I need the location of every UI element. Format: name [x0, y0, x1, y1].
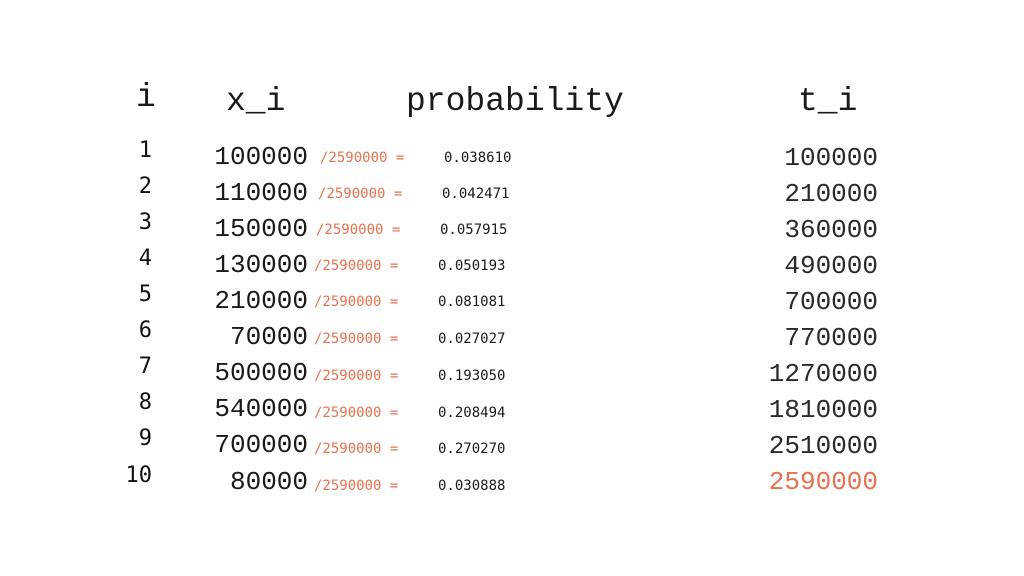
x-value: 540000	[214, 394, 308, 424]
x-value: 100000	[214, 142, 308, 172]
row-index: 2	[138, 174, 152, 199]
row-index: 9	[138, 426, 152, 451]
cumulative-value: 2510000	[768, 431, 878, 461]
divisor-label: /2590000 =	[314, 258, 399, 274]
cumulative-value: 1810000	[768, 395, 878, 425]
probability-value: 0.027027	[438, 331, 506, 347]
row-index: 4	[138, 246, 152, 271]
divisor-label: /2590000 =	[314, 441, 399, 457]
x-value: 150000	[214, 214, 308, 244]
divisor-label: /2590000 =	[314, 368, 399, 384]
divisor-label: /2590000 =	[314, 405, 399, 421]
cumulative-value: 770000	[784, 323, 878, 353]
header-x-i: x_i	[226, 83, 286, 120]
probability-value: 0.208494	[438, 405, 506, 421]
cumulative-value: 2590000	[768, 467, 878, 497]
row-index: 1	[138, 138, 152, 163]
x-value: 80000	[229, 467, 308, 497]
row-index: 10	[125, 463, 153, 488]
cumulative-value: 100000	[784, 143, 878, 173]
probability-value: 0.193050	[438, 368, 506, 384]
x-value: 210000	[214, 286, 308, 316]
x-value: 700000	[214, 430, 308, 460]
divisor-label: /2590000 =	[316, 222, 401, 238]
cumulative-value: 1270000	[768, 359, 878, 389]
header-t-i: t_i	[798, 83, 858, 120]
row-index: 3	[138, 210, 152, 235]
probability-value: 0.050193	[438, 258, 506, 274]
probability-value: 0.057915	[440, 222, 508, 238]
header-probability: probability	[406, 83, 624, 120]
probability-value: 0.042471	[442, 186, 510, 202]
divisor-label: /2590000 =	[314, 331, 399, 347]
probability-value: 0.081081	[438, 294, 506, 310]
divisor-label: /2590000 =	[320, 150, 405, 166]
x-value: 130000	[214, 250, 308, 280]
divisor-label: /2590000 =	[314, 478, 399, 494]
cumulative-value: 490000	[784, 251, 878, 281]
header-i: i	[136, 79, 156, 116]
probability-value: 0.270270	[438, 441, 506, 457]
x-value: 70000	[229, 322, 308, 352]
probability-value: 0.030888	[438, 478, 506, 494]
x-value: 500000	[214, 358, 308, 388]
cumulative-value: 360000	[784, 215, 878, 245]
cumulative-value: 700000	[784, 287, 878, 317]
x-value: 110000	[214, 178, 308, 208]
row-index: 5	[138, 282, 152, 307]
cumulative-value: 210000	[784, 179, 878, 209]
divisor-label: /2590000 =	[318, 186, 403, 202]
row-index: 8	[138, 390, 152, 415]
row-index: 6	[138, 318, 152, 343]
row-index: 7	[138, 354, 152, 379]
probability-value: 0.038610	[444, 150, 512, 166]
divisor-label: /2590000 =	[314, 294, 399, 310]
